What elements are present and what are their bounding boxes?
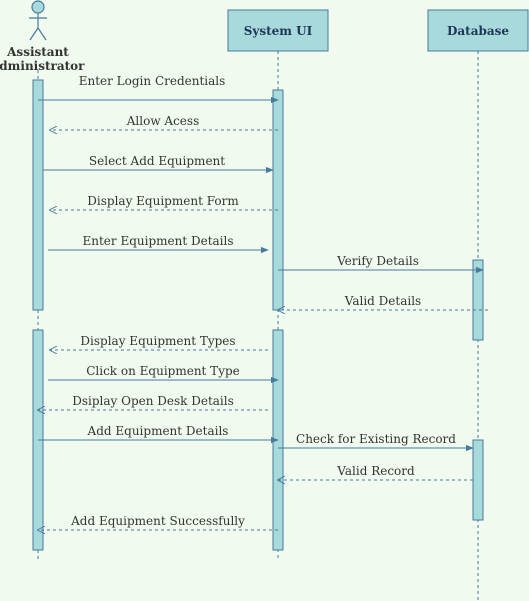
actor-name-line1: Assistant — [6, 45, 69, 59]
message: Enter Login Credentials — [38, 74, 279, 104]
message: Valid Details — [278, 294, 488, 310]
message-label: Display Equipment Form — [87, 194, 239, 208]
message-label: Valid Details — [344, 294, 421, 308]
actor-name-line2: administrator — [0, 59, 85, 73]
message: Dsiplay Open Desk Details — [38, 394, 268, 410]
system-ui-box — [227, 9, 329, 52]
message: Verify Details — [278, 254, 484, 274]
message-label: Display Equipment Types — [80, 334, 235, 348]
message-label: Valid Record — [336, 464, 415, 478]
message: Add Equipment Details — [38, 424, 279, 444]
message: Add Equipment Successfully — [38, 514, 278, 530]
message: Allow Acess — [50, 114, 278, 130]
system-ui-label: System UI — [244, 24, 313, 38]
actor-stick-figure-icon — [29, 0, 47, 41]
message-label: Enter Login Credentials — [79, 74, 226, 88]
message-label: Allow Acess — [126, 114, 199, 128]
actor-activation-1 — [32, 79, 44, 311]
message-label: Add Equipment Details — [87, 424, 229, 438]
message: Display Equipment Types — [50, 334, 268, 350]
message-label: Verify Details — [336, 254, 419, 268]
message: Display Equipment Form — [50, 194, 278, 210]
database-activation-2 — [472, 439, 484, 521]
message: Valid Record — [278, 464, 473, 480]
message-label: Check for Existing Record — [296, 432, 456, 446]
message: Click on Equipment Type — [48, 364, 279, 384]
message: Check for Existing Record — [278, 432, 474, 452]
database-label: Database — [447, 24, 509, 38]
message-label: Enter Equipment Details — [82, 234, 233, 248]
message: Enter Equipment Details — [48, 234, 269, 254]
message-label: Select Add Equipment — [89, 154, 225, 168]
message-label: Dsiplay Open Desk Details — [72, 394, 234, 408]
system-activation-1 — [272, 89, 284, 311]
database-box — [427, 9, 529, 52]
message-label: Click on Equipment Type — [86, 364, 240, 378]
database-activation-1 — [472, 259, 484, 341]
message-label: Add Equipment Successfully — [70, 514, 245, 528]
message: Select Add Equipment — [43, 154, 274, 174]
